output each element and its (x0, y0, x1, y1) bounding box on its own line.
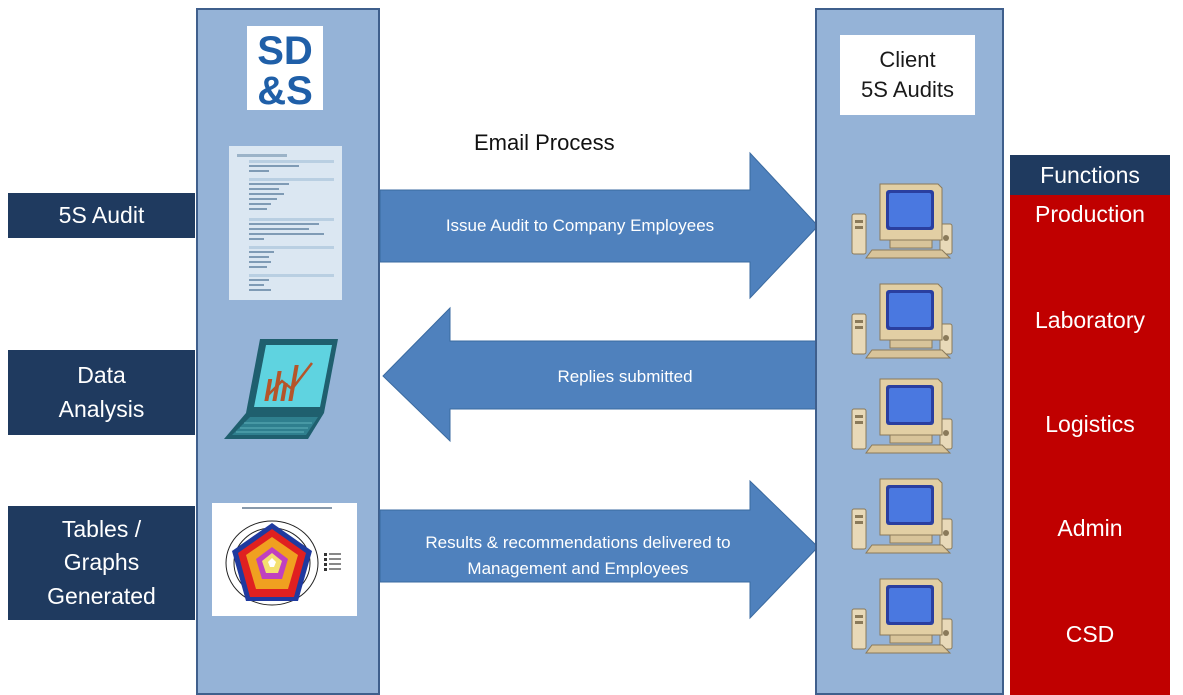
label-tables-line3: Generated (47, 582, 156, 609)
functions-panel: Production Laboratory Logistics Admin CS… (1010, 195, 1170, 695)
computer-icon (851, 283, 953, 359)
sdns-logo: SD &S (247, 26, 323, 110)
arrow-results-line1: Results & recommendations delivered to (425, 533, 731, 552)
client-line2: 5S Audits (861, 77, 954, 102)
label-5s-audit: 5S Audit (8, 193, 195, 238)
function-production: Production (1035, 201, 1145, 227)
logo-line2: &S (257, 69, 313, 110)
label-5s-audit-text: 5S Audit (58, 201, 145, 228)
label-data-analysis: Data Analysis (8, 350, 195, 435)
arrow-results (379, 479, 819, 620)
functions-header-text: Functions (1040, 161, 1140, 188)
computer-icon (851, 478, 953, 554)
functions-header: Functions (1010, 155, 1170, 195)
arrow-issue-audit (379, 151, 819, 300)
client-5s-audits-box: Client 5S Audits (840, 35, 975, 115)
computer-icon (851, 183, 953, 259)
logo-line1: SD (257, 29, 313, 73)
function-csd: CSD (1065, 621, 1115, 647)
audit-form-icon (229, 146, 342, 300)
email-process-title: Email Process (474, 130, 615, 155)
arrow-replies (382, 306, 817, 443)
client-line1: Client (879, 47, 936, 73)
label-data-analysis-line2: Analysis (58, 395, 145, 422)
arrow-replies-text: Replies submitted (557, 367, 693, 386)
radar-chart-icon (212, 503, 357, 616)
label-tables-graphs: Tables / Graphs Generated (8, 506, 195, 620)
arrow-results-text: Results & recommendations delivered to M… (383, 530, 773, 583)
logo-icon: SD &S (257, 29, 313, 110)
arrow-issue-text: Issue Audit to Company Employees (445, 216, 715, 235)
function-logistics: Logistics (1045, 411, 1135, 437)
computer-icon (851, 578, 953, 654)
function-laboratory: Laboratory (1035, 307, 1145, 333)
label-tables-line2: Graphs (63, 549, 140, 576)
function-admin: Admin (1057, 515, 1123, 541)
computer-icon (851, 378, 953, 454)
label-tables-line1: Tables / (61, 515, 142, 542)
laptop-chart-icon (220, 335, 342, 445)
label-data-analysis-line1: Data (77, 362, 126, 389)
arrow-results-line2: Management and Employees (467, 559, 689, 579)
